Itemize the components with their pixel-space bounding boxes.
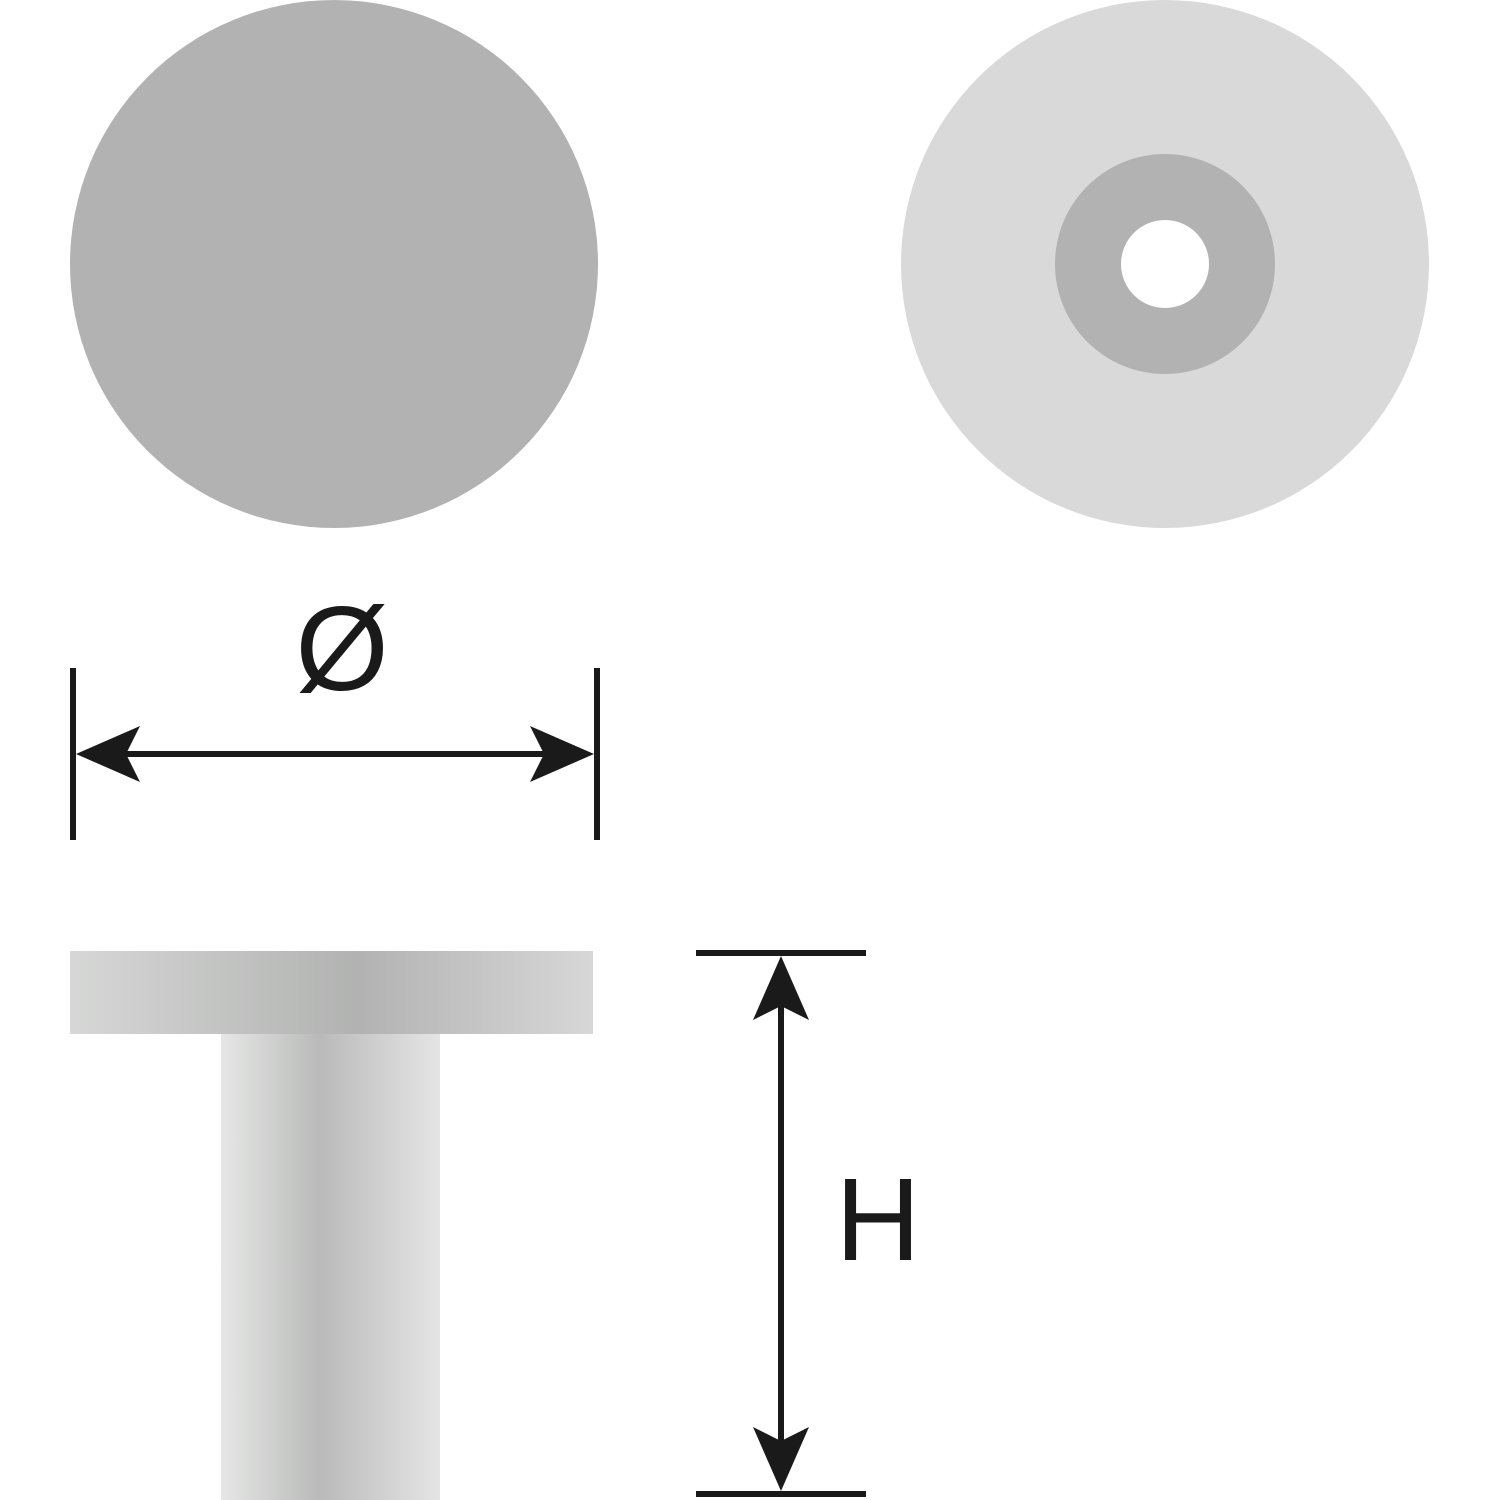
center-hole bbox=[1121, 220, 1209, 308]
bottom-view-disc-with-hole bbox=[901, 0, 1429, 528]
diameter-label: Ø bbox=[295, 582, 388, 716]
head-profile bbox=[70, 951, 593, 1034]
shaft-profile bbox=[221, 1034, 440, 1500]
top-view-disc bbox=[70, 0, 598, 528]
height-arrow-top-icon bbox=[753, 956, 809, 1020]
diameter-arrow-left-icon bbox=[76, 726, 140, 782]
height-label: H bbox=[835, 1154, 920, 1286]
diameter-arrow-right-icon bbox=[530, 726, 594, 782]
height-dimension bbox=[696, 950, 866, 1497]
diameter-dimension bbox=[70, 668, 600, 840]
height-arrow-bottom-icon bbox=[753, 1427, 809, 1491]
side-view-profile bbox=[70, 951, 593, 1500]
